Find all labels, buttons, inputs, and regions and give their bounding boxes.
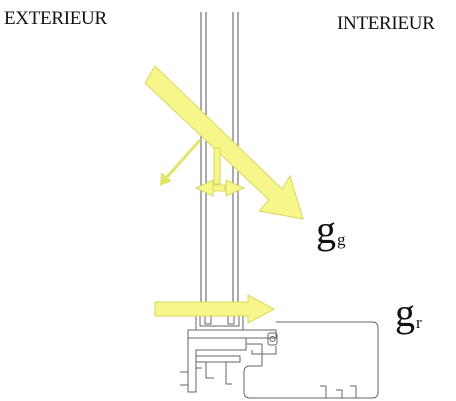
reflected-radiation-arrow xyxy=(160,139,202,186)
frame-gain-symbol: gr xyxy=(395,290,422,335)
frame-profile xyxy=(180,312,379,399)
interior-label: INTERIEUR xyxy=(337,13,435,34)
glazing-gain-symbol: gg xyxy=(316,207,346,252)
absorbed-radiation-arrows xyxy=(194,147,246,197)
incident-solar-arrow xyxy=(144,65,304,220)
exterior-label: EXTERIEUR xyxy=(4,8,107,29)
frame-solar-arrow xyxy=(154,294,276,324)
